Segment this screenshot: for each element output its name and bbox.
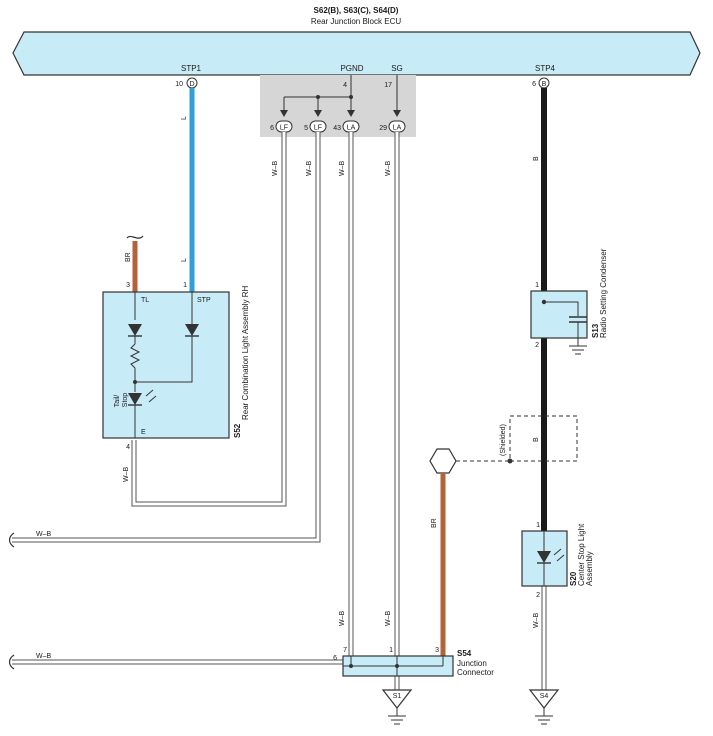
wire-label-wb-j2: W–B (385, 611, 392, 627)
lamp-term-tl: TL (141, 297, 149, 304)
ground-s4-label: S4 (540, 693, 549, 700)
junction-pin-6: 6 (333, 655, 337, 662)
pgnd-splice-1 (316, 95, 320, 99)
ground-s1-label: S1 (393, 693, 402, 700)
ground-s4 (528, 689, 560, 725)
center-light-pin-top: 1 (536, 522, 540, 529)
stp4-pin-number: 6 (532, 81, 536, 88)
shield-splice (507, 458, 513, 464)
lamp-term-stp: STP (197, 297, 211, 304)
center-stop-light (521, 530, 568, 587)
jpin-29-letter: LA (393, 125, 402, 132)
terminal-pgnd-label: PGND (340, 64, 363, 73)
junction-arrows (280, 110, 401, 117)
junction-name-line1: Junction (457, 659, 487, 668)
stp1-pin-number: 10 (175, 81, 183, 88)
shield-label: (Shielded) (500, 424, 507, 456)
wire-label-wb-left-lower: W–B (36, 653, 52, 660)
junction-pin-1: 1 (389, 647, 393, 654)
stp1-pin-letter: D (189, 81, 194, 88)
wire-label-wb-left-upper: W–B (36, 531, 52, 538)
stp4-pin-letter: B (542, 81, 547, 88)
center-light-name-line2: Assembly (585, 551, 594, 586)
lamp-bulb-label: Tail/ Stop (114, 393, 129, 408)
lamp-name: Rear Combination Light Assembly RH (241, 285, 250, 420)
lamp-bulb-label-line2: Stop (122, 393, 129, 408)
wire-label-stp4-lower: B (533, 437, 540, 442)
wire-break-lower (8, 654, 15, 670)
junction-pin-row: 6 LF 5 LF 43 LA 29 LA (270, 120, 406, 133)
wire-break-upper (8, 532, 15, 548)
wire-label-wb-s4: W–B (533, 613, 540, 629)
ecu-block: S62(B), S63(C), S64(D) Rear Junction Blo… (12, 6, 701, 76)
lamp-pin-e: 4 (126, 444, 130, 451)
wire-label-tail: BR (125, 252, 132, 262)
center-light-code: S20 (569, 571, 578, 586)
pgnd-pin-number: 4 (343, 82, 347, 89)
junction-code: S54 (457, 649, 472, 658)
wire-label-stp4: B (533, 156, 540, 161)
wire-label-br-junction: BR (431, 518, 438, 528)
junction-name-line2: Connector (457, 668, 494, 677)
ecu-outline (12, 31, 701, 76)
radio-setting-condenser (530, 290, 588, 355)
center-light-name: Center Stop Light Assembly (577, 522, 594, 587)
lamp-term-e: E (141, 429, 146, 436)
condenser-code: S13 (591, 323, 600, 338)
wire-label-stp1-lower: L (181, 258, 188, 262)
sg-pin-number: 17 (384, 82, 392, 89)
wire-label-wb-lamp: W–B (123, 467, 130, 483)
lamp-pin-tl: 3 (126, 282, 130, 289)
jpin-6-letter: LF (280, 125, 288, 132)
junction-pin-3: 3 (435, 647, 439, 654)
wire-label-stp1: L (181, 116, 188, 120)
center-light-pin-bottom: 2 (536, 592, 540, 599)
wire-label-wb-2: W–B (306, 161, 313, 177)
jpin-43-letter: LA (347, 125, 356, 132)
terminal-sg-label: SG (391, 64, 403, 73)
junction-pin-7: 7 (343, 647, 347, 654)
condenser-name: Radio Setting Condenser (599, 248, 608, 338)
junction-name: Junction Connector (457, 659, 494, 677)
lamp-bulb-label-line1: Tail/ (114, 395, 121, 408)
wb-wires (12, 132, 547, 690)
ecu-connectors: S62(B), S63(C), S64(D) (314, 6, 399, 15)
condenser-pin-bottom: 2 (535, 342, 539, 349)
pgnd-splice-2 (349, 95, 353, 99)
condenser-pin-top: 1 (535, 282, 539, 289)
wire-label-wb-4: W–B (385, 161, 392, 177)
center-light-name-line1: Center Stop Light (577, 523, 586, 586)
terminal-stp1-label: STP1 (181, 64, 202, 73)
jpin-6-number: 6 (270, 125, 274, 132)
jpin-29-number: 29 (379, 125, 387, 132)
wire-tail-break (126, 235, 144, 239)
wire-label-wb-j1: W–B (339, 611, 346, 627)
ground-point-hex (429, 448, 457, 474)
terminal-stp4-label: STP4 (535, 64, 556, 73)
jpin-43-number: 43 (333, 125, 341, 132)
wire-label-wb-3: W–B (339, 161, 346, 177)
wire-label-wb-1: W–B (272, 161, 279, 177)
rear-combination-light (102, 291, 230, 439)
ecu-name: Rear Junction Block ECU (311, 17, 401, 26)
ground-s1 (381, 689, 413, 725)
jpin-5-number: 5 (304, 125, 308, 132)
junction-connector (342, 655, 454, 677)
jpin-5-letter: LF (314, 125, 322, 132)
lamp-pin-stp: 1 (183, 282, 187, 289)
lamp-code: S52 (233, 423, 242, 438)
